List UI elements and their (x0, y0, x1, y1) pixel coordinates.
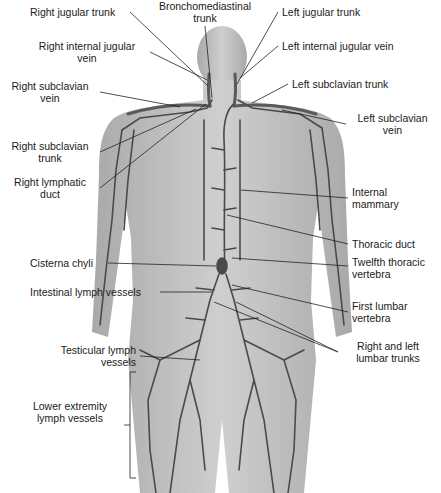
leader-lines-part (160, 292, 212, 293)
part-label: Right subclavian vein (4, 80, 96, 104)
leader-lines-part (140, 356, 200, 360)
part-label: Left subclavian trunk (292, 78, 388, 90)
part-label: Left subclavian vein (350, 112, 435, 136)
leader-lines-part (227, 215, 348, 244)
leader-lines-part (240, 46, 278, 78)
part-label: Internal mammary (352, 186, 424, 210)
leader-lines-part (232, 258, 348, 266)
lymph-vessels-part (217, 258, 227, 274)
leader-lines-part (237, 12, 278, 84)
lymph-vessels-part (190, 380, 254, 470)
part-label: Right lymphatic duct (4, 176, 96, 200)
part-label: Right jugular trunk (30, 6, 115, 18)
part-label: Cisterna chyli (30, 257, 93, 269)
part-label: Thoracic duct (352, 238, 415, 250)
part-label: Right and left lumbar trunks (340, 340, 436, 364)
leader-lines-part (236, 302, 338, 352)
leader-lines-part (150, 52, 207, 80)
lymph-vessels-part (244, 340, 296, 493)
part-label: Testicular lymph vessels (40, 344, 136, 368)
part-label: Left internal jugular vein (282, 40, 394, 52)
leader-lines-part (252, 84, 288, 103)
part-label: Left jugular trunk (282, 6, 360, 18)
part-label: Intestinal lymph vessels (30, 286, 141, 298)
lymph-vessels-part (170, 274, 219, 493)
veins (128, 74, 316, 114)
part-label: Bronchomediastinal trunk (150, 0, 260, 24)
lymph-vessels-part (203, 120, 205, 260)
leader-lines-part (241, 190, 348, 198)
leader-lines-part (124, 372, 136, 478)
leader-lines-part (282, 110, 346, 124)
leader-lines-part (214, 302, 338, 352)
leader-lines-part (100, 92, 180, 107)
part-label: Lower extremity lymph vessels (20, 400, 120, 424)
part-label: Right subclavian trunk (4, 140, 96, 164)
lymph-vessels-part (148, 340, 200, 493)
body-silhouette (92, 26, 352, 493)
lymph-vessels-part (226, 274, 274, 493)
part-label: Right internal jugular vein (28, 40, 146, 64)
veins-part (234, 74, 236, 106)
lymph-vessels-part (224, 104, 234, 270)
part-label: Twelfth thoracic vertebra (352, 256, 436, 280)
leader-lines-part (108, 263, 216, 266)
lymph-vessels-part (124, 130, 134, 230)
leader-lines-part (232, 285, 348, 312)
lymph-vessels-part (238, 100, 322, 128)
lymph-vessels-part (322, 128, 344, 325)
leader-lines-part (100, 109, 196, 152)
lymph-vessels-part (212, 148, 236, 250)
leader-lines-part (100, 104, 206, 188)
veins-part (234, 105, 316, 114)
lymph-vessels-part (239, 120, 241, 260)
lymph-vessels-part (310, 130, 320, 230)
part-label: First lumbar vertebra (352, 300, 432, 324)
lymph-vessels-part (140, 350, 304, 360)
leader-lines-part (205, 26, 212, 98)
